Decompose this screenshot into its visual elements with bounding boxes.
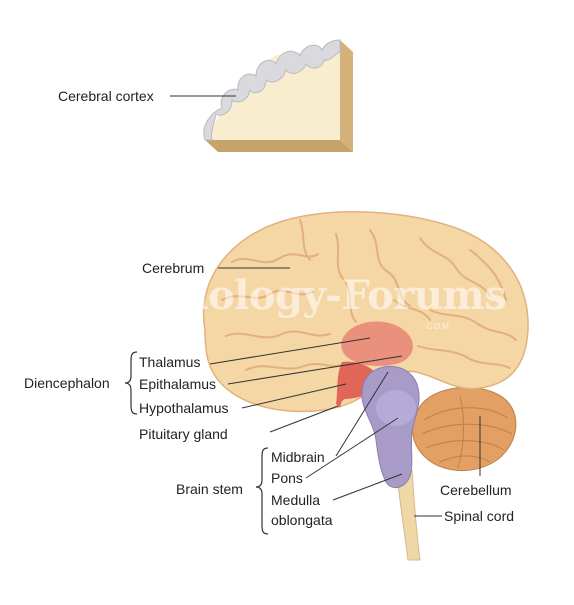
spinal-cord-shape bbox=[395, 469, 421, 561]
leader-midbrain bbox=[335, 371, 389, 457]
cortex-block-side bbox=[205, 140, 353, 152]
cortex-wedge bbox=[203, 39, 353, 152]
cerebellum-folia bbox=[421, 395, 513, 469]
cortex-gray-matter bbox=[203, 39, 341, 141]
watermark-logo-icon bbox=[100, 272, 150, 326]
label-cerebellum: Cerebellum bbox=[440, 482, 512, 498]
label-cerebrum: Cerebrum bbox=[142, 260, 205, 276]
leader-lines bbox=[209, 267, 481, 517]
cerebrum-gyri bbox=[221, 219, 517, 371]
label-brain-stem: Brain stem bbox=[176, 481, 243, 497]
label-medulla: Medulla bbox=[271, 492, 321, 508]
watermark-suffix: .COM bbox=[422, 322, 451, 331]
label-spinal-cord: Spinal cord bbox=[444, 508, 515, 524]
label-midbrain: Midbrain bbox=[271, 449, 325, 465]
watermark-text: Biology-Forums bbox=[160, 272, 507, 319]
brain-stem-brace bbox=[255, 447, 269, 535]
label-pituitary-gland: Pituitary gland bbox=[139, 426, 228, 442]
diencephalon-brace bbox=[124, 351, 138, 415]
label-hypothalamus: Hypothalamus bbox=[139, 400, 229, 416]
cortex-block-end bbox=[340, 40, 353, 152]
label-medulla-oblongata: oblongata bbox=[271, 512, 333, 528]
label-diencephalon: Diencephalon bbox=[24, 375, 110, 391]
label-thalamus: Thalamus bbox=[139, 354, 201, 370]
brain-illustration bbox=[202, 211, 529, 561]
leader-pituitary bbox=[269, 405, 339, 433]
leader-epithalamus bbox=[227, 355, 403, 385]
leader-hypothalamus bbox=[241, 383, 347, 409]
pons-shape bbox=[376, 390, 416, 426]
leader-pons bbox=[305, 417, 399, 479]
cerebrum-shape bbox=[202, 211, 529, 413]
label-cerebral-cortex: Cerebral cortex bbox=[58, 88, 154, 104]
leader-thalamus bbox=[209, 337, 371, 365]
label-epithalamus: Epithalamus bbox=[139, 376, 217, 392]
brainstem-shape bbox=[361, 365, 420, 489]
label-pons: Pons bbox=[271, 470, 303, 486]
hypothalamus-shape bbox=[336, 361, 379, 408]
watermark: Biology-Forums .COM bbox=[96, 268, 507, 338]
thalamus-shape bbox=[341, 321, 413, 366]
leader-medulla bbox=[332, 473, 403, 501]
